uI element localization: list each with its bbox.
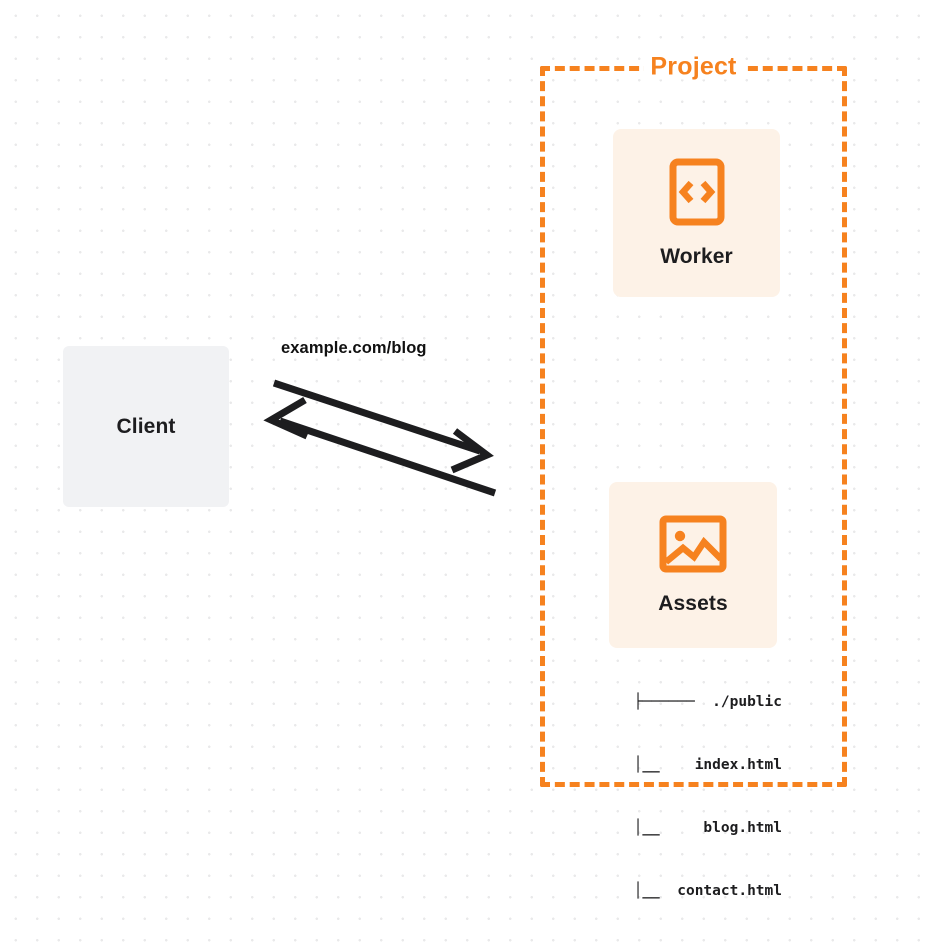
node-client-label: Client: [116, 414, 176, 438]
node-client[interactable]: Client: [63, 346, 229, 507]
request-arrow-icon: [272, 379, 494, 474]
diagram-canvas: Client example.com/blog Project Worker: [63, 54, 847, 899]
file-tree-row: │__ contact.html: [616, 883, 782, 899]
file-tree-row: │__ index.html: [616, 757, 782, 773]
response-arrow-icon: [263, 396, 497, 497]
node-worker[interactable]: Worker: [613, 129, 780, 297]
code-file-icon: [669, 158, 725, 231]
file-tree-row: │__ blog.html: [616, 820, 782, 836]
assets-file-tree: ├────── ./public │__ index.html │__ blog…: [584, 650, 782, 944]
node-assets[interactable]: Assets: [609, 482, 777, 648]
image-icon: [659, 515, 727, 578]
file-tree-row: ├────── ./public: [633, 694, 782, 710]
node-worker-label: Worker: [660, 244, 733, 268]
node-assets-label: Assets: [658, 591, 728, 615]
project-title: Project: [643, 54, 744, 80]
connection-label: example.com/blog: [281, 339, 427, 357]
project-container: Project: [540, 54, 847, 787]
